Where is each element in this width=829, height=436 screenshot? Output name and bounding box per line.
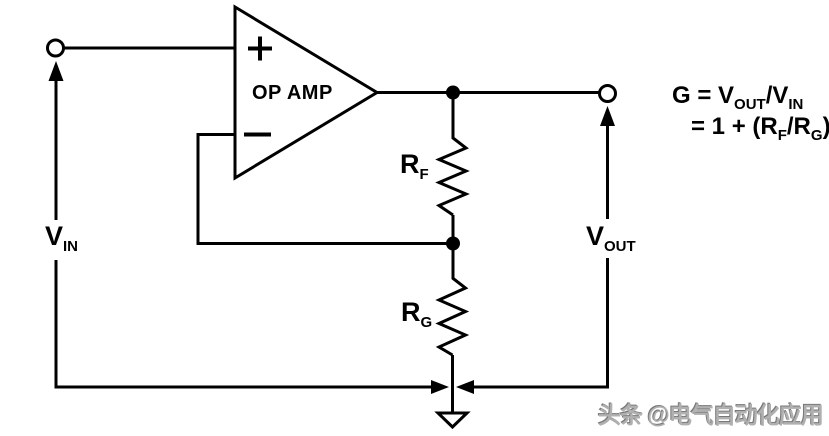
vout-label: VOUT: [586, 221, 636, 255]
rf-resistor: [435, 136, 470, 217]
ground-icon: [434, 411, 471, 430]
rg-resistor: [435, 276, 470, 357]
vin-arrowhead: [48, 61, 64, 81]
output-node-dot: [446, 85, 460, 100]
gain-equation-line1: G = VOUT/VIN: [672, 82, 803, 113]
rail-left-arrowhead: [431, 380, 449, 394]
plus-icon: [248, 36, 272, 61]
gain-equation-line2: = 1 + (RF/RG): [691, 113, 829, 144]
vout-arrowhead: [600, 106, 615, 126]
watermark: 头条 @电气自动化应用: [598, 402, 824, 428]
feedback-wire: [196, 133, 450, 245]
output-terminal: [598, 84, 617, 103]
opamp-label: OP AMP: [252, 82, 333, 104]
feedback-node-dot: [446, 236, 460, 251]
input-terminal: [46, 38, 65, 58]
rail-right-arrowhead: [456, 380, 474, 394]
rf-label: RF: [400, 149, 429, 183]
vin-label: VIN: [45, 221, 78, 255]
rg-label: RG: [401, 297, 432, 331]
